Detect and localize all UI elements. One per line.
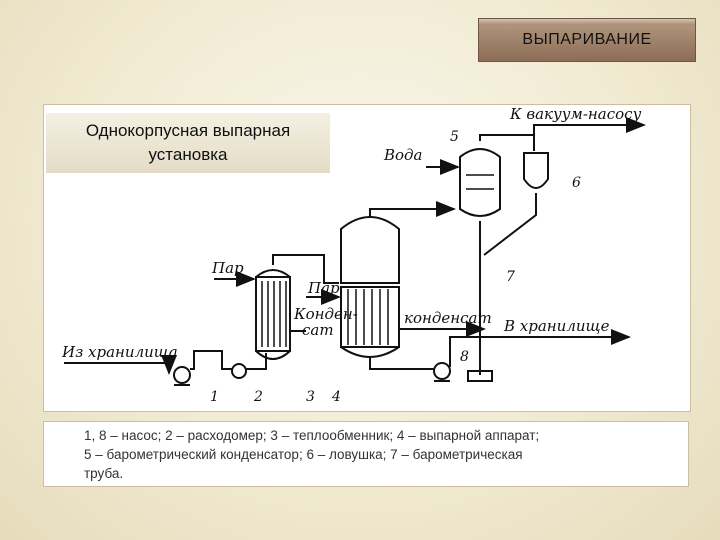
label-steam-mid: Пар (307, 279, 340, 297)
label-from-storage: Из хранилища (61, 343, 178, 361)
number-4: 4 (331, 389, 341, 405)
label-to-storage: В хранилище (503, 317, 610, 335)
flowmeter-2 (231, 363, 247, 379)
pump-1 (173, 366, 191, 384)
legend-line1: 1, 8 – насос; 2 – расходомер; 3 – теплоо… (84, 428, 540, 443)
diagram-title-line1: Однокорпусная выпарная (85, 121, 291, 140)
slide-title-text: ВЫПАРИВАНИЕ (522, 31, 652, 48)
legend: 1, 8 – насос; 2 – расходомер; 3 – теплоо… (43, 421, 689, 487)
heat-exchanger-3 (255, 276, 291, 352)
legend-line3: труба. (84, 466, 124, 481)
number-8: 8 (460, 349, 469, 365)
pump-8 (433, 362, 451, 380)
label-steam-top: Пар (211, 259, 244, 277)
process-schematic: К вакуум-насосу Вода Пар Пар Конден- сат… (61, 105, 646, 405)
evaporator-4 (340, 216, 400, 284)
legend-line2: 5 – барометрический конденсатор; 6 – лов… (84, 447, 523, 462)
diagram-title: Однокорпусная выпарная установка (46, 113, 330, 173)
number-1: 1 (210, 389, 219, 405)
number-6: 6 (572, 175, 581, 191)
diagram-title-line2: установка (148, 145, 228, 164)
label-condensate-right: конденсат (404, 309, 492, 327)
feed-line (64, 355, 177, 375)
number-5: 5 (450, 129, 459, 145)
number-3: 3 (306, 389, 315, 405)
label-condensate-left-1: Конден- (293, 305, 358, 323)
label-vacuum-pump: К вакуум-насосу (509, 105, 642, 123)
label-condensate-left-2: сат (302, 321, 334, 339)
slide-title: ВЫПАРИВАНИЕ (478, 18, 696, 62)
label-water: Вода (383, 146, 423, 164)
barometric-condenser-5 (459, 148, 501, 217)
number-2: 2 (253, 389, 263, 405)
trap-6 (523, 152, 549, 189)
number-7: 7 (506, 269, 515, 285)
